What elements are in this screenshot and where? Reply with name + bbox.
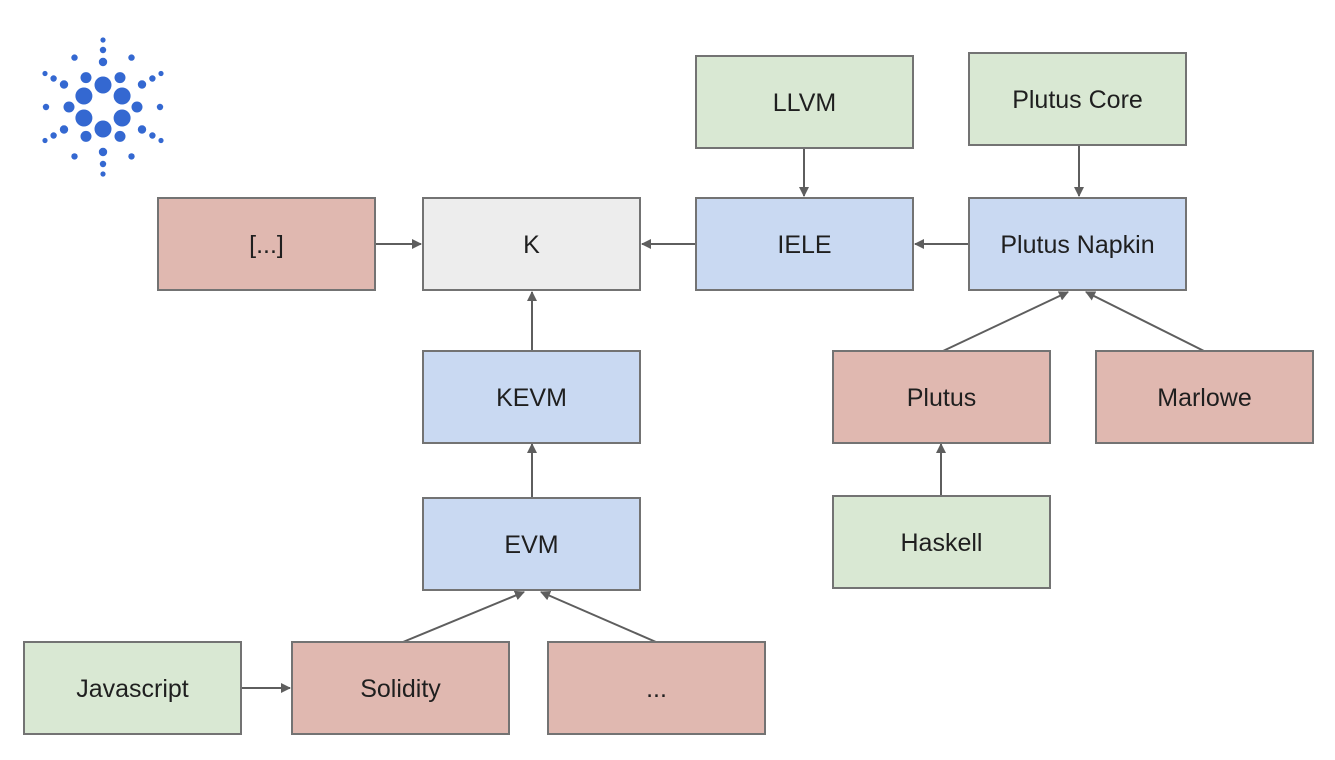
node-plutus-core: Plutus Core: [968, 52, 1187, 146]
logo-dot: [80, 130, 92, 142]
node-box: [832, 350, 1051, 444]
node-box: [422, 497, 641, 591]
node-box: [1095, 350, 1314, 444]
logo-dot: [98, 147, 108, 157]
logo-dot: [59, 80, 69, 89]
node-label: Haskell: [901, 529, 983, 557]
node-marlowe: Marlowe: [1095, 350, 1314, 444]
logo-dot: [98, 57, 108, 67]
node-box: [422, 197, 641, 291]
logo-dot: [63, 101, 75, 113]
logo-dot: [94, 120, 112, 138]
node-label: IELE: [777, 231, 831, 259]
logo-dot: [75, 87, 93, 105]
node-k: K: [422, 197, 641, 291]
nodes: [...] K IELE Plutus Napkin LLVM Plutus CoreKE…: [23, 52, 1314, 735]
logo-dot: [131, 101, 143, 113]
logo-dot: [50, 132, 57, 139]
node-label: KEVM: [496, 384, 567, 412]
node-label: Solidity: [360, 675, 441, 703]
logo-dot: [137, 125, 147, 134]
node-box: [968, 52, 1187, 146]
node-ellipsis-bracket: [...]: [157, 197, 376, 291]
node-kevm: KEVM: [422, 350, 641, 444]
logo-dot: [128, 153, 135, 160]
arrow-plutus-to-plutus-napkin: [942, 291, 1069, 352]
node-evm: EVM: [422, 497, 641, 591]
logo-dot: [113, 87, 131, 105]
logo-dot: [158, 70, 164, 77]
logo-dot: [94, 76, 112, 94]
arrow-solidity-to-evm: [402, 590, 525, 643]
node-haskell: Haskell: [832, 495, 1051, 589]
node-label: LLVM: [773, 89, 836, 117]
node-javascript: Javascript: [23, 641, 242, 735]
cardano-logo-icon: [42, 37, 164, 177]
node-box: [832, 495, 1051, 589]
edges: [242, 146, 1205, 693]
logo-dot: [42, 103, 50, 111]
logo-dot: [99, 160, 107, 168]
node-box: [695, 55, 914, 149]
node-box: [422, 350, 641, 444]
node-plutus-napkin: Plutus Napkin: [968, 197, 1187, 291]
logo-dot: [42, 70, 48, 77]
logo-dot: [113, 109, 131, 127]
node-box: [547, 641, 766, 735]
logo-dot: [156, 103, 164, 111]
node-box: [968, 197, 1187, 291]
node-plutus: Plutus: [832, 350, 1051, 444]
node-label: Plutus: [907, 384, 976, 412]
node-label: Plutus Napkin: [1000, 231, 1154, 259]
logo-dot: [114, 130, 126, 142]
logo-dot: [71, 54, 78, 61]
logo-dot: [137, 80, 147, 89]
logo-dot: [128, 54, 135, 61]
logo-dot: [114, 72, 126, 84]
logo-dot: [149, 75, 156, 82]
logo-dot: [75, 109, 93, 127]
node-solidity: Solidity: [291, 641, 510, 735]
node-label: [...]: [249, 231, 284, 259]
node-label: Plutus Core: [1012, 86, 1143, 114]
logo-dot: [42, 137, 48, 144]
logo-dot: [100, 171, 106, 177]
node-label: ...: [646, 675, 667, 703]
logo-dot: [80, 72, 92, 84]
node-llvm: LLVM: [695, 55, 914, 149]
node-ellipsis: ...: [547, 641, 766, 735]
logo-dot: [71, 153, 78, 160]
node-label: Marlowe: [1157, 384, 1251, 412]
node-box: [695, 197, 914, 291]
arrow-ellipsis-to-evm: [540, 591, 657, 643]
logo-dot: [59, 125, 69, 134]
logo-dot: [99, 46, 107, 54]
arrow-marlowe-to-plutus-napkin: [1085, 291, 1205, 352]
node-box: [23, 641, 242, 735]
node-label: EVM: [504, 531, 558, 559]
logo-dot: [50, 75, 57, 82]
node-label: K: [523, 231, 540, 259]
logo-dot: [158, 137, 164, 144]
node-label: Javascript: [76, 675, 189, 703]
node-box: [291, 641, 510, 735]
logo-dot: [149, 132, 156, 139]
node-box: [157, 197, 376, 291]
logo-dot: [100, 37, 106, 43]
node-iele: IELE: [695, 197, 914, 291]
